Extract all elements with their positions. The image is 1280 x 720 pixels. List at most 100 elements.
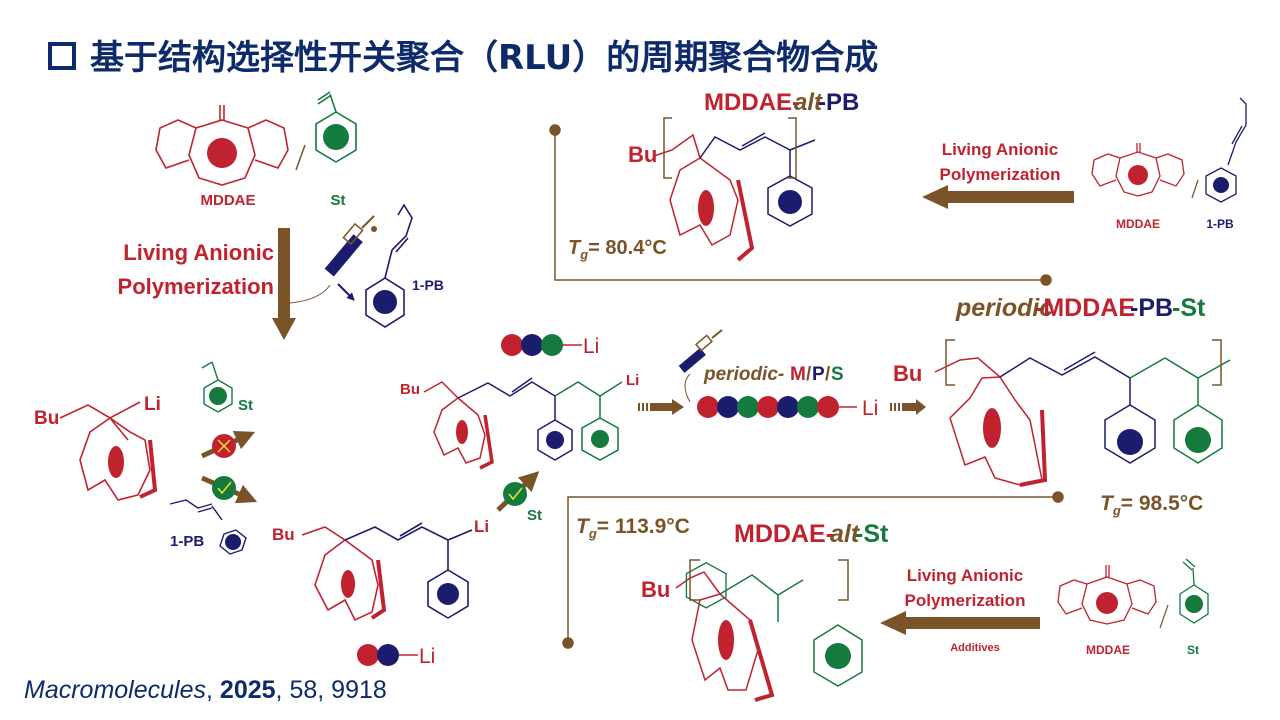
allowed-check-icon-st xyxy=(496,471,540,512)
citation: Macromolecules, 2025, 58, 9918 xyxy=(24,676,387,705)
bu-label-periodic: Bu xyxy=(893,361,922,386)
citation-journal: Macromolecules xyxy=(24,676,207,704)
alt-st-polymer xyxy=(675,559,863,702)
tg-alt-pb-value: = 80.4 xyxy=(588,237,645,259)
tg-prefix: T xyxy=(568,237,582,259)
mddae-label-bottom-right: MDDAE xyxy=(1086,643,1130,657)
tg-prefix: T xyxy=(1100,492,1115,515)
bullet-square-icon xyxy=(48,41,76,70)
chain-bead-m xyxy=(697,396,719,418)
tg-sub: g xyxy=(588,526,597,541)
citation-sep: , xyxy=(275,676,290,704)
tg-unit: °C xyxy=(644,237,666,259)
st-label-left: St xyxy=(238,397,253,414)
periodic-polymer xyxy=(934,339,1231,487)
mddae-pb-anion xyxy=(301,522,473,622)
left-arrow-top xyxy=(922,185,1074,209)
lap-label-left-line1: Living Anionic xyxy=(123,240,274,265)
tg-sub: g xyxy=(1112,503,1121,518)
svg-text:Tg= 80.4°C: Tg= 80.4°C xyxy=(568,237,667,262)
chain-long-li: Li xyxy=(862,397,878,420)
blocked-x-icon xyxy=(200,431,256,459)
page-title: 基于结构选择性开关聚合（RLU）的周期聚合物合成 xyxy=(48,30,878,79)
chain-bead-m xyxy=(817,396,839,418)
bu-label-left: Bu xyxy=(34,408,59,429)
periodic-slash2: / xyxy=(825,364,831,385)
alt-st-title-part2: alt xyxy=(830,520,861,548)
syringe-icon xyxy=(289,215,377,304)
lap-label-top-line2: Polymerization xyxy=(940,165,1061,184)
periodic-m: M xyxy=(790,364,806,385)
mddae-monomer-top-left xyxy=(155,105,289,186)
bu-label-bottom: Bu xyxy=(272,525,295,544)
li-label-bottom: Li xyxy=(474,517,489,536)
tg-alt-st: Tg= 113.9°C xyxy=(576,515,690,541)
lap-label-left-line2: Polymerization xyxy=(118,274,274,299)
slash-divider-bottom-right xyxy=(1159,604,1169,629)
additives-label: Additives xyxy=(950,642,1000,654)
1pb-label-top-right: 1-PB xyxy=(1206,217,1234,231)
bracket-line-bottom xyxy=(562,491,1064,649)
li-label-left: Li xyxy=(144,394,161,415)
chain-long xyxy=(697,396,857,418)
bracket-line-top xyxy=(549,124,1052,286)
tg-alt-st-value: = 113.9 xyxy=(597,515,667,538)
citation-sep: , xyxy=(317,676,332,704)
down-arrow xyxy=(272,228,296,340)
chain-bead-p xyxy=(777,396,799,418)
citation-page: 9918 xyxy=(331,676,387,704)
chain-top-li: Li xyxy=(583,335,599,358)
periodic-p: P xyxy=(812,364,825,385)
styrene-small-left xyxy=(201,361,233,413)
alt-st-title-part3: -St xyxy=(855,520,889,548)
lap-label-top-line1: Living Anionic xyxy=(942,140,1058,159)
bu-label-alt-pb: Bu xyxy=(628,142,657,167)
periodic-mps-prefix: periodic- xyxy=(703,364,784,385)
1pb-monomer-top xyxy=(365,203,413,328)
citation-sep: , xyxy=(206,676,220,704)
periodic-title-part3: -PB xyxy=(1130,294,1173,322)
left-arrow-bottom xyxy=(880,611,1040,635)
mddae-monomer-top-right xyxy=(1091,143,1185,197)
chain-bottom xyxy=(357,644,418,666)
mddae-li-anion xyxy=(59,401,158,501)
mddae-label-top-right: MDDAE xyxy=(1116,217,1160,231)
tg-alt-pb: Tg= 80.4°C xyxy=(568,237,667,262)
title-text: 基于结构选择性开关聚合（RLU）的周期聚合物合成 xyxy=(90,38,879,78)
citation-volume: 58 xyxy=(289,676,318,704)
allowed-check-icon-left xyxy=(201,475,258,504)
dashed-arrow-out xyxy=(890,399,926,415)
svg-text:Tg= 113.9°C: Tg= 113.9°C xyxy=(576,515,690,541)
alt-pb-title-part1: MDDAE- xyxy=(704,89,800,116)
mddae-label-top: MDDAE xyxy=(201,192,256,209)
syringe-icon-center xyxy=(678,329,723,403)
periodic-title-part4: -St xyxy=(1172,294,1206,322)
bu-label-center: Bu xyxy=(400,381,420,398)
st-label-bottom-check: St xyxy=(527,507,542,524)
slash-divider-top-right xyxy=(1191,179,1199,199)
st-label-top: St xyxy=(331,192,346,209)
chain-bead-s xyxy=(797,396,819,418)
mddae-monomer-bottom-right xyxy=(1057,565,1157,625)
citation-year: 2025 xyxy=(219,676,276,704)
alt-pb-polymer xyxy=(653,117,816,262)
slash-divider xyxy=(295,144,306,171)
alt-pb-title-part2: alt xyxy=(794,89,823,116)
chain-bead-m xyxy=(757,396,779,418)
bu-label-alt-st: Bu xyxy=(641,577,670,602)
svg-text:Tg= 98.5°C: Tg= 98.5°C xyxy=(1100,492,1203,518)
st-label-bottom-right: St xyxy=(1187,643,1199,657)
li-label-center: Li xyxy=(626,372,639,389)
mddae-pb-st-anion xyxy=(423,377,623,470)
1pb-label-left: 1-PB xyxy=(170,533,204,550)
periodic-title-part1: periodic xyxy=(955,294,1053,322)
chain-top xyxy=(501,334,582,356)
tg-periodic-value: = 98.5 xyxy=(1121,492,1180,515)
lap-label-bottom-line2: Polymerization xyxy=(905,591,1026,610)
tg-periodic: Tg= 98.5°C xyxy=(1100,492,1203,518)
chain-bead-p xyxy=(717,396,739,418)
periodic-title-part2: -MDDAE xyxy=(1035,294,1135,322)
chain-bottom-li: Li xyxy=(419,645,435,668)
lap-label-bottom-line1: Living Anionic xyxy=(907,566,1023,585)
